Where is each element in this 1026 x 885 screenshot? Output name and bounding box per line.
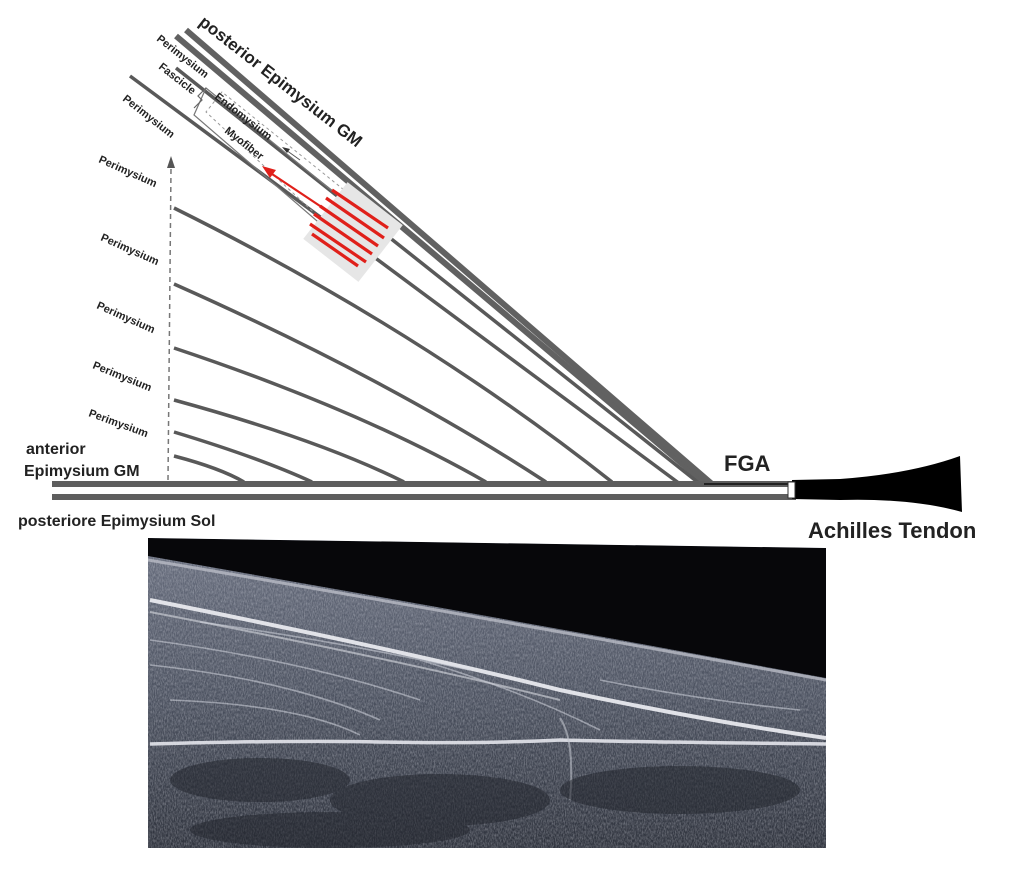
epimysium-gm-label: Epimysium GM <box>24 463 140 480</box>
fga-label: FGA <box>724 451 771 476</box>
perimysium-label-3: Perimysium <box>99 232 161 268</box>
perimysium-label-6: Perimysium <box>87 408 150 441</box>
thickness-arrow <box>167 156 175 481</box>
anterior-label: anterior <box>26 441 86 458</box>
perimysium-label-4: Perimysium <box>95 300 157 336</box>
perimysium-label-5: Perimysium <box>91 360 154 395</box>
endomysium-arrow <box>282 147 301 161</box>
posterior-epimysium-gm-label: posterior Epimysium GM <box>196 12 366 151</box>
ultrasound-image <box>148 538 826 848</box>
achilles-tendon-label: Achilles Tendon <box>808 518 976 543</box>
aponeurosis-lines <box>52 481 796 500</box>
perimysium-label-1: Perimysium <box>120 93 177 141</box>
perimysium-fiber-lines <box>128 66 702 486</box>
tendon-junction <box>787 481 796 499</box>
posterior-epimysium-sol-label: posteriore Epimysium Sol <box>18 513 215 530</box>
myofiber-bundle <box>303 182 403 282</box>
perimysium-label-2: Perimysium <box>97 154 159 190</box>
achilles-tendon-shape <box>792 456 962 512</box>
myofiber-arrow <box>262 166 333 215</box>
posterior-epimysium-gm-lines <box>174 27 714 487</box>
fascicle-bracket <box>193 87 207 109</box>
